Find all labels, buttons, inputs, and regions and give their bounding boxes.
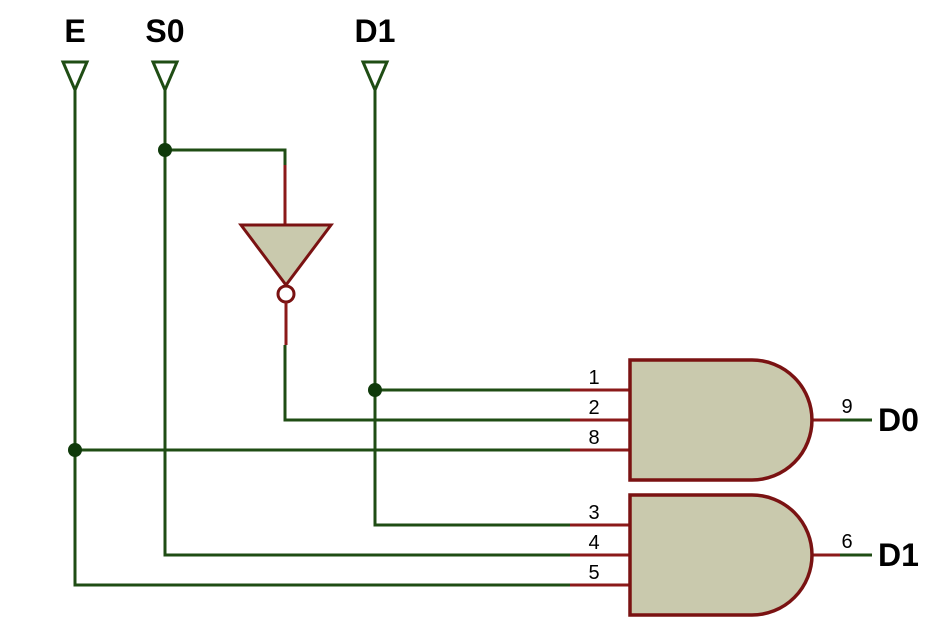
- gate1-out-pin-label: 9: [841, 396, 852, 418]
- gate1-pin-label: 2: [588, 397, 599, 419]
- and-gate-2-body-icon: [628, 493, 814, 617]
- input-label-e: E: [64, 13, 85, 49]
- junction-dot: [158, 143, 172, 157]
- wire-s0: [163, 90, 570, 557]
- wire-d1: [373, 90, 570, 527]
- wire-s0-to-inverter: [165, 148, 287, 165]
- input-terminal-s0-icon[interactable]: [150, 60, 180, 94]
- wire-e: [73, 90, 570, 587]
- input-terminal-d1-icon[interactable]: [360, 60, 390, 94]
- junction-dot: [68, 443, 82, 457]
- output-label-d0: D0: [878, 402, 919, 438]
- junction-dot: [368, 383, 382, 397]
- and-gate-2[interactable]: 3 4 5 6: [570, 493, 853, 617]
- inverter-triangle-icon: [238, 223, 334, 288]
- input-terminal-e-icon[interactable]: [60, 60, 90, 94]
- gate1-pin-label: 1: [588, 367, 599, 389]
- inverter-bubble-icon: [276, 284, 296, 304]
- gate2-pin-label: 4: [588, 532, 599, 554]
- and-gate-1-body-icon: [628, 358, 814, 482]
- gate2-pin-label: 5: [588, 562, 599, 584]
- wire-inverter-out: [283, 345, 570, 422]
- not-gate[interactable]: [238, 165, 334, 345]
- gate1-pin-label: 8: [588, 427, 599, 449]
- gate2-pin-label: 3: [588, 502, 599, 524]
- and-gate-1[interactable]: 1 2 8 9: [570, 358, 853, 482]
- gate2-out-pin-label: 6: [841, 531, 852, 553]
- input-label-s0: S0: [145, 13, 184, 49]
- output-label-d1: D1: [878, 537, 919, 573]
- input-label-d1: D1: [355, 13, 396, 49]
